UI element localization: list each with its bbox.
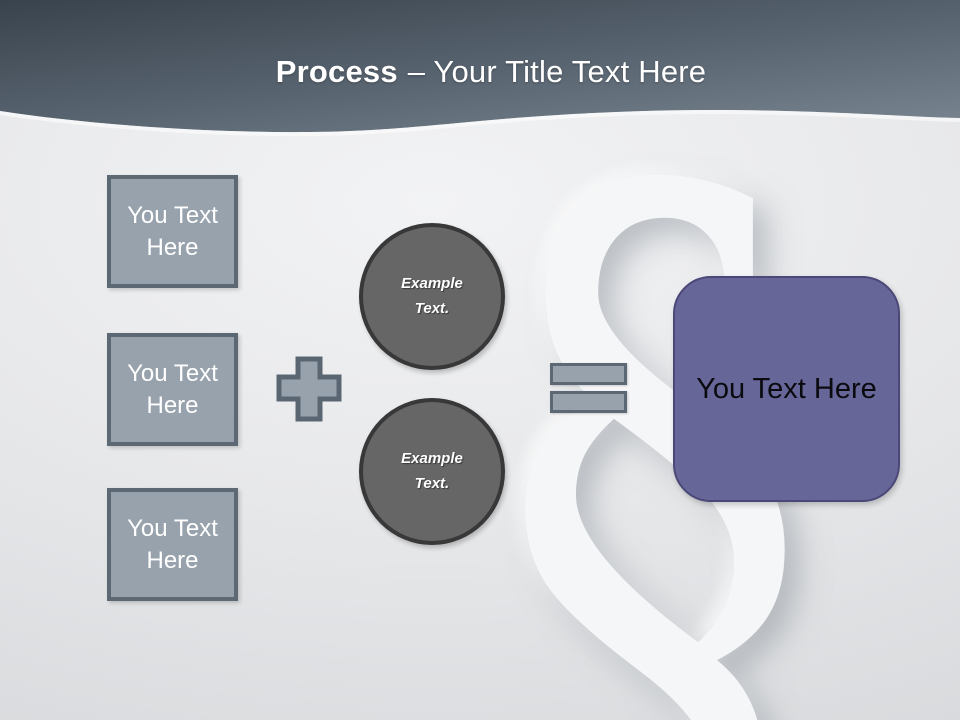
- input-box-3-label: You Text Here: [127, 514, 218, 574]
- result-box: You Text Here: [673, 276, 900, 502]
- input-box-3: You Text Here: [107, 488, 238, 601]
- header-wave: [0, 0, 960, 137]
- input-box-2-label: You Text Here: [127, 359, 218, 419]
- slide-title-subtitle: – Your Title Text Here: [407, 54, 707, 89]
- input-box-1-label: You Text Here: [127, 201, 218, 261]
- example-circle-2-label: Example Text.: [401, 449, 463, 492]
- equals-icon: [550, 363, 627, 413]
- slide-title-keyword: Process: [275, 54, 398, 89]
- example-circle-1-label: Example Text.: [401, 274, 463, 317]
- input-box-1: You Text Here: [107, 175, 238, 288]
- input-box-2: You Text Here: [107, 333, 238, 446]
- result-box-label: You Text Here: [696, 372, 877, 405]
- plus-icon: [276, 356, 342, 422]
- slide-title: Process – Your Title Text Here: [0, 54, 960, 90]
- example-circle-1: Example Text.: [359, 223, 505, 370]
- example-circle-2: Example Text.: [359, 398, 505, 545]
- equals-bottom-bar: [550, 391, 627, 413]
- equals-top-bar: [550, 363, 627, 385]
